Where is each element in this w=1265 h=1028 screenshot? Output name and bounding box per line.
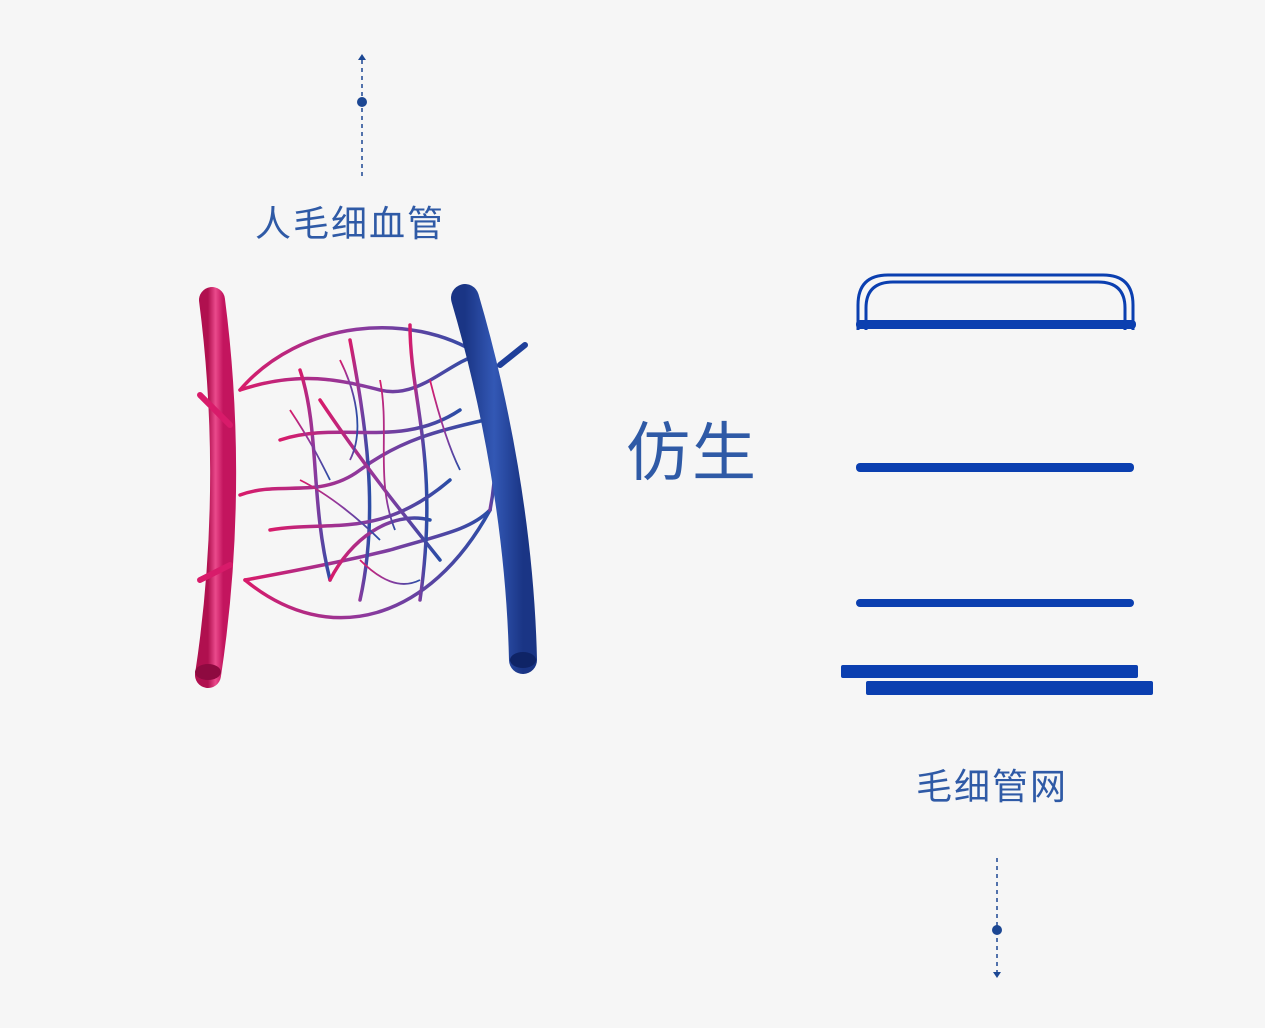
arrow-down-connector-icon — [992, 858, 1002, 978]
human-capillary-label: 人毛细血管 — [255, 204, 446, 245]
capillary-mat-illustration: (function(){ var g=document.getElementBy… — [841, 273, 1153, 695]
capillary-net-label: 毛细管网 — [916, 767, 1069, 808]
arrow-up-connector-icon — [357, 54, 367, 178]
capillary-bed-illustration — [195, 284, 537, 688]
bionic-label: 仿生 — [626, 417, 758, 491]
